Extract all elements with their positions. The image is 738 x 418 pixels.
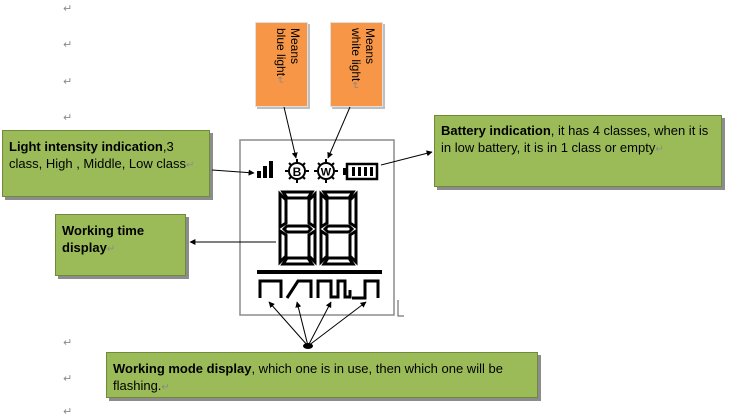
blue-light-gear-icon: B: [285, 159, 309, 183]
paragraph-mark: ↵: [63, 336, 73, 349]
paragraph-mark: ↵: [63, 372, 73, 385]
light-intensity-arrow: [211, 169, 255, 176]
blue-light-letter: B: [293, 165, 302, 179]
mode-pulse-wave: [316, 279, 352, 299]
working-mode-title: Working mode display: [113, 361, 252, 376]
working-mode-text: , which one is in use, then which one wi…: [113, 361, 503, 393]
mode-bar: [257, 270, 382, 274]
lcd-frame-corner: [397, 300, 404, 317]
paragraph-mark: ↵: [63, 75, 73, 88]
mode-steady-wave: [258, 279, 283, 298]
battery-title: Battery indication: [441, 123, 551, 138]
light-intensity-title: Light intensity indication: [9, 139, 163, 154]
white-light-letter: W: [321, 167, 332, 179]
battery-arrow: [380, 150, 433, 166]
working-mode-arrow-origin: [303, 343, 313, 349]
paragraph-mark: ↵: [186, 160, 195, 171]
signal-bars-icon: [257, 161, 273, 178]
blue-light-arrow: [283, 106, 298, 159]
paragraph-mark: ↵: [63, 111, 73, 124]
working-mode-waveforms: [258, 279, 380, 300]
paragraph-mark: ↵: [655, 144, 664, 155]
paragraph-mark: ↵: [63, 2, 73, 15]
white-light-gear-icon: W: [314, 159, 338, 183]
light-intensity-text: ,3 class, High , Middle, Low class: [9, 139, 187, 171]
paragraph-mark: ↵: [161, 382, 170, 393]
digit-right: [319, 190, 358, 266]
battery-icon: [343, 162, 379, 181]
white-light-arrow: [327, 106, 351, 159]
battery-text: , it has 4 classes, when it is in low ba…: [441, 123, 709, 155]
working-time-callout: Working time display↵: [55, 214, 186, 276]
white-light-callout: Means white light↵: [330, 22, 383, 107]
mode-ramp-wave: [285, 279, 313, 299]
paragraph-mark: ↵: [106, 244, 116, 255]
working-mode-callout: Working mode display, which one is in us…: [106, 352, 538, 398]
light-intensity-callout: Light intensity indication,3 class, High…: [2, 130, 210, 197]
working-mode-arrows: [268, 301, 367, 347]
blue-light-callout: Means blue light↵: [255, 22, 308, 107]
seven-segment-digits: [278, 190, 358, 266]
paragraph-mark: ↵: [63, 38, 73, 51]
battery-callout: Battery indication, it has 4 classes, wh…: [434, 115, 722, 187]
mode-step-wave: [352, 279, 380, 300]
digit-left: [278, 190, 317, 266]
working-time-title: Working time display: [62, 223, 145, 255]
paragraph-mark: ↵: [63, 405, 73, 418]
